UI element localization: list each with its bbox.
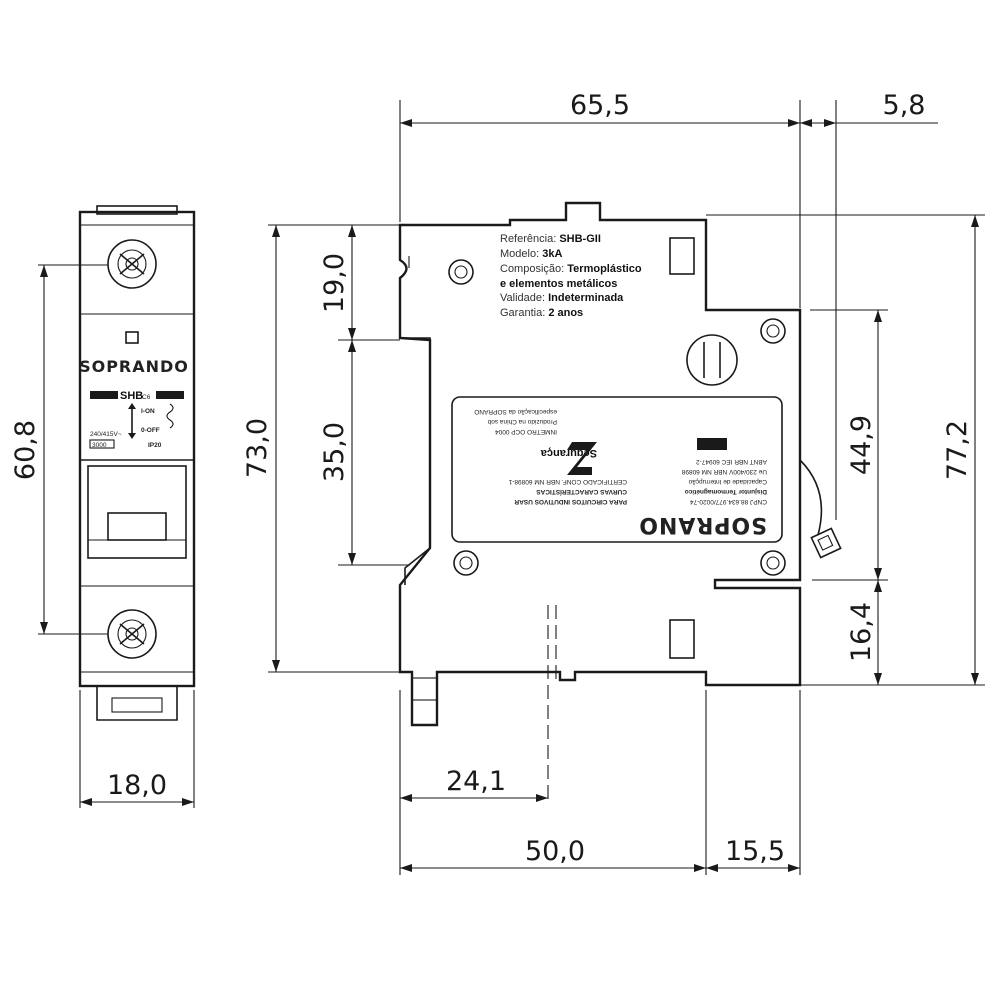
dim-top-right: 5,8 (883, 90, 926, 121)
dim-bottom-right: 15,5 (725, 836, 785, 867)
spec-label: SOPRANO CNPJ 88.634.977/0020-74 Disjunto… (451, 396, 783, 543)
dim-left-total: 73,0 (242, 418, 273, 478)
svg-text:Capacidade de Interrupção: Capacidade de Interrupção (688, 478, 767, 485)
svg-text:Referência: SHB-GII: Referência: SHB-GII (500, 233, 601, 245)
dim-bottom-inner: 24,1 (446, 766, 506, 797)
top-screw-icon (107, 239, 157, 289)
spec-produced2: especificação da SOPRANO (474, 408, 557, 415)
rivet-bottom-right-icon (760, 550, 786, 576)
svg-text:CERTIFICADO CONF. NBR NM 60898: CERTIFICADO CONF. NBR NM 60898-1 (508, 478, 627, 485)
svg-text:Modelo: 3kA: Modelo: 3kA (500, 248, 562, 260)
dim-left-mid: 35,0 (319, 422, 350, 482)
coil-icon (166, 403, 174, 429)
svg-text:ABNT NBR IEC 60947-2: ABNT NBR IEC 60947-2 (696, 458, 767, 465)
spec-brand: SOPRANO (638, 512, 767, 537)
din-rail-hidden-line (547, 605, 557, 800)
dim-right-total: 77,2 (942, 420, 973, 480)
dim-top-width: 65,5 (570, 90, 630, 121)
front-top-clip (96, 205, 178, 215)
dim-front-height: 60,8 (10, 420, 41, 480)
side-body-outline (398, 201, 802, 727)
product-info-label: Referência: SHB-GII Modelo: 3kA Composiç… (500, 233, 642, 319)
front-view: SOPRANDO SHB C6 I-ON 0-OFF 240/415V~ 300… (78, 205, 196, 721)
bottom-screw-icon (107, 609, 157, 659)
svg-text:Ue 230/400V NBR NM 60898: Ue 230/400V NBR NM 60898 (681, 468, 767, 475)
side-dimensions: 65,5 5,8 73,0 19,0 35,0 44,9 16,4 77,2 (242, 90, 985, 875)
side-lever (799, 459, 842, 559)
dim-right-lower: 16,4 (846, 602, 877, 662)
on-label: I-ON (141, 408, 155, 415)
top-window (669, 237, 695, 275)
front-model-label: SHB (120, 390, 143, 402)
certification-bar-icon (697, 438, 727, 450)
dim-front-width: 18,0 (107, 770, 167, 801)
bottom-window (669, 619, 695, 659)
front-model-suffix: C6 (142, 394, 151, 401)
svg-text:Validade: Indeterminada: Validade: Indeterminada (500, 292, 624, 304)
voltage-label: 240/415V~ (90, 431, 122, 438)
svg-text:PARA CIRCUITOS INDUTIVOS USAR: PARA CIRCUITOS INDUTIVOS USAR (514, 498, 627, 505)
ip-label: IP20 (148, 442, 162, 449)
svg-text:CURVAS CARACTERÍSTICAS: CURVAS CARACTERÍSTICAS (536, 488, 627, 497)
dim-bottom-main: 50,0 (525, 836, 585, 867)
rivet-bottom-left-icon (453, 550, 479, 576)
inmetro-logo-icon (567, 442, 597, 475)
svg-text:Composição: Termoplástico: Composição: Termoplástico (500, 263, 642, 275)
front-brand-text: SOPRANDO (79, 357, 189, 376)
front-body (78, 210, 196, 688)
svg-text:e elementos metálicos: e elementos metálicos (500, 278, 617, 290)
front-brand-logo: SOPRANDO (79, 331, 189, 376)
svg-text:Garantia: 2 anos: Garantia: 2 anos (500, 307, 583, 319)
rating-label: 3000 (92, 442, 107, 449)
front-bottom-clip (96, 686, 178, 721)
dim-left-top: 19,0 (319, 253, 350, 313)
front-lever (80, 459, 194, 559)
spec-title: Disjuntor Termomagnético (685, 488, 767, 495)
spec-cnpj: CNPJ 88.634.977/0020-74 (690, 498, 767, 505)
rivet-top-right-icon (760, 318, 786, 344)
lever-knob-icon (686, 334, 738, 386)
dim-right-upper: 44,9 (846, 415, 877, 475)
side-view: Referência: SHB-GII Modelo: 3kA Composiç… (398, 201, 842, 800)
off-label: 0-OFF (141, 427, 160, 434)
spec-produced: Produzido na China sob (487, 418, 557, 425)
front-dimensions: 60,8 18,0 (10, 264, 195, 808)
rivet-top-left-icon (448, 259, 474, 285)
spec-inmetro: INMETRO OCP 0004 (495, 428, 557, 435)
